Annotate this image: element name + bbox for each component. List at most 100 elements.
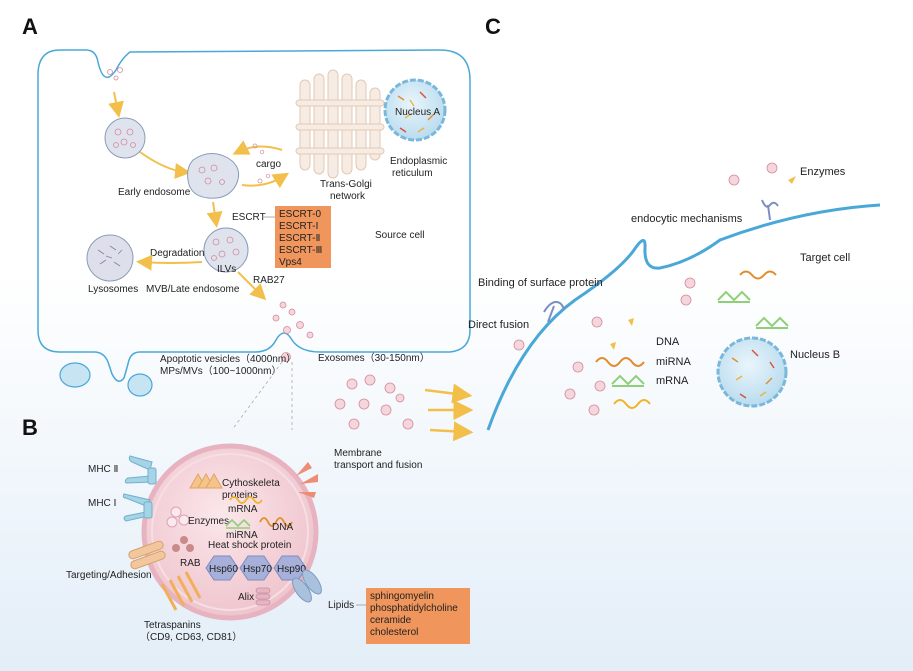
- panel-b-label: B: [22, 415, 38, 440]
- nucleus-b-chromatin: [731, 349, 775, 399]
- lipids-box: sphingomyelin phosphatidylcholine cerami…: [366, 588, 470, 644]
- rab-label: RAB: [180, 558, 201, 569]
- hsp-hexagons: [205, 555, 307, 581]
- mrna-c-label: mRNA: [656, 375, 689, 387]
- lipid-sphingomyelin: sphingomyelin: [370, 591, 434, 602]
- golgi-er-stacks: [295, 69, 385, 179]
- target-vesicles: [513, 162, 778, 416]
- hsp90-label: Hsp90: [277, 564, 306, 575]
- mrna-icon: [229, 496, 263, 504]
- budding-vesicle: [127, 373, 153, 397]
- exosomes-label: Exosomes（30-150nm）: [318, 352, 430, 364]
- released-exosomes: [272, 301, 314, 362]
- trans-golgi-label-line2: network: [330, 191, 366, 202]
- mrna-label: mRNA: [228, 504, 258, 515]
- targeting-label: Targeting/Adhesion: [66, 570, 152, 581]
- lipid-ceramide: ceramide: [370, 615, 412, 626]
- tetraspanins-label-line2: （CD9, CD63, CD81）: [140, 631, 242, 643]
- target-cell-label: Target cell: [800, 252, 850, 264]
- degradation-label: Degradation: [150, 248, 204, 259]
- arrow-cargo-to-golgi: [241, 172, 290, 189]
- apoptotic-vesicles-label: Apoptotic vesicles（4000nm）: [160, 353, 296, 365]
- mps-mvs-label: MPs/MVs（100~1000nm）: [160, 365, 281, 377]
- lipids-label: Lipids: [328, 600, 354, 611]
- targeting-adhesion-icon: [128, 540, 166, 570]
- mhc2-receptor: [124, 455, 157, 485]
- enzymes-icon: [166, 506, 190, 528]
- binding-receptor: [543, 300, 565, 323]
- vesicles-in-transit: [334, 374, 414, 430]
- lipid-cholesterol: cholesterol: [370, 627, 419, 638]
- mirna-c-label: miRNA: [656, 356, 691, 368]
- nucleus-b: [716, 336, 788, 408]
- tetraspanins-label-line1: Tetraspanins: [144, 620, 201, 631]
- arrow-cargo-to-endosome: [232, 140, 283, 155]
- dna-label: DNA: [272, 522, 293, 533]
- arrow-to-early-endosome: [139, 151, 191, 179]
- rab-icon: [172, 536, 194, 552]
- er-label-line1: Endoplasmic: [390, 156, 447, 167]
- mhc2-label: MHC Ⅱ: [88, 464, 118, 475]
- target-mirna-icon: [717, 290, 751, 302]
- mhc1-label: MHC Ⅰ: [88, 498, 117, 509]
- endocytic-receptor: [761, 199, 779, 221]
- cargo-fragments: [610, 176, 796, 350]
- hsp70-label: Hsp70: [243, 564, 272, 575]
- escrt-box: ESCRT-0 ESCRT-Ⅰ ESCRT-Ⅱ ESCRT-Ⅲ Vps4: [275, 206, 331, 268]
- alix-label: Alix: [238, 592, 254, 603]
- nucleus-a-label: Nucleus A: [395, 107, 440, 118]
- source-cell-membrane: [37, 49, 471, 382]
- escrt-2: ESCRT-Ⅱ: [279, 233, 321, 244]
- er-label-line2: reticulum: [392, 168, 433, 179]
- zoom-line-left: [231, 361, 283, 431]
- arrow-degradation: [136, 254, 203, 271]
- arrow-endocytosis: [108, 91, 124, 118]
- enzymes-c-label: Enzymes: [800, 166, 846, 178]
- source-cell-label: Source cell: [375, 230, 424, 241]
- nucleus-a-chromatin: [397, 91, 435, 133]
- c-mirna-strand: [611, 374, 645, 386]
- hsp60-label: Hsp60: [209, 564, 238, 575]
- escrt-3: ESCRT-Ⅲ: [279, 245, 323, 256]
- mhc1-receptor: [122, 493, 153, 522]
- membrane-label-line1: Membrane: [334, 448, 382, 459]
- early-endosome-label: Early endosome: [118, 187, 191, 198]
- lipid-phosphatidylcholine: phosphatidylcholine: [370, 603, 458, 614]
- budding-vesicle: [59, 362, 91, 388]
- rab27-label: RAB27: [253, 275, 285, 286]
- vps4: Vps4: [279, 257, 302, 268]
- lysosomes-label: Lysosomes: [88, 284, 138, 295]
- tetraspanins-icon: [160, 571, 202, 611]
- enzymes-label: Enzymes: [188, 516, 229, 527]
- target-dna-icon: [739, 270, 777, 280]
- transfer-arrows: [424, 383, 474, 442]
- mirna-label: miRNA: [226, 530, 258, 541]
- cytoskeleta-icon: [189, 472, 223, 489]
- endocytic-mechanisms-label: endocytic mechanisms: [631, 213, 743, 225]
- cytoskeleta-label-line1: Cythoskeleta: [222, 478, 280, 489]
- lysosome: [86, 234, 134, 282]
- arrow-early-to-mvb: [206, 201, 223, 228]
- membrane-transport-icon: [296, 462, 318, 498]
- panel-a-label: A: [22, 14, 38, 39]
- direct-fusion-label: Direct fusion: [468, 319, 529, 331]
- binding-surface-protein-label: Binding of surface protein: [478, 277, 603, 289]
- alix-icon: [255, 587, 271, 606]
- mvb-label: MVB/Late endosome: [146, 284, 240, 295]
- membrane-label-line2: transport and fusion: [334, 460, 422, 471]
- cytoskeleta-label-line2: proteins: [222, 490, 258, 501]
- escrt-label: ESCRT: [232, 212, 266, 223]
- target-mirna-icon-2: [755, 316, 789, 328]
- endocytic-cargo-vesicles: [107, 67, 123, 81]
- dna-icon: [259, 517, 293, 527]
- c-dna-strand: [595, 357, 645, 367]
- mirna-icon: [225, 518, 251, 528]
- ilvs-label: ILVs: [217, 264, 236, 275]
- primary-endosome: [104, 117, 146, 159]
- escrt-0: ESCRT-0: [279, 209, 322, 220]
- arrow-mvb-to-membrane: [237, 271, 267, 301]
- cargo-label: cargo: [256, 159, 281, 170]
- target-cell-membrane: [486, 203, 881, 431]
- nucleus-b-label: Nucleus B: [790, 349, 840, 361]
